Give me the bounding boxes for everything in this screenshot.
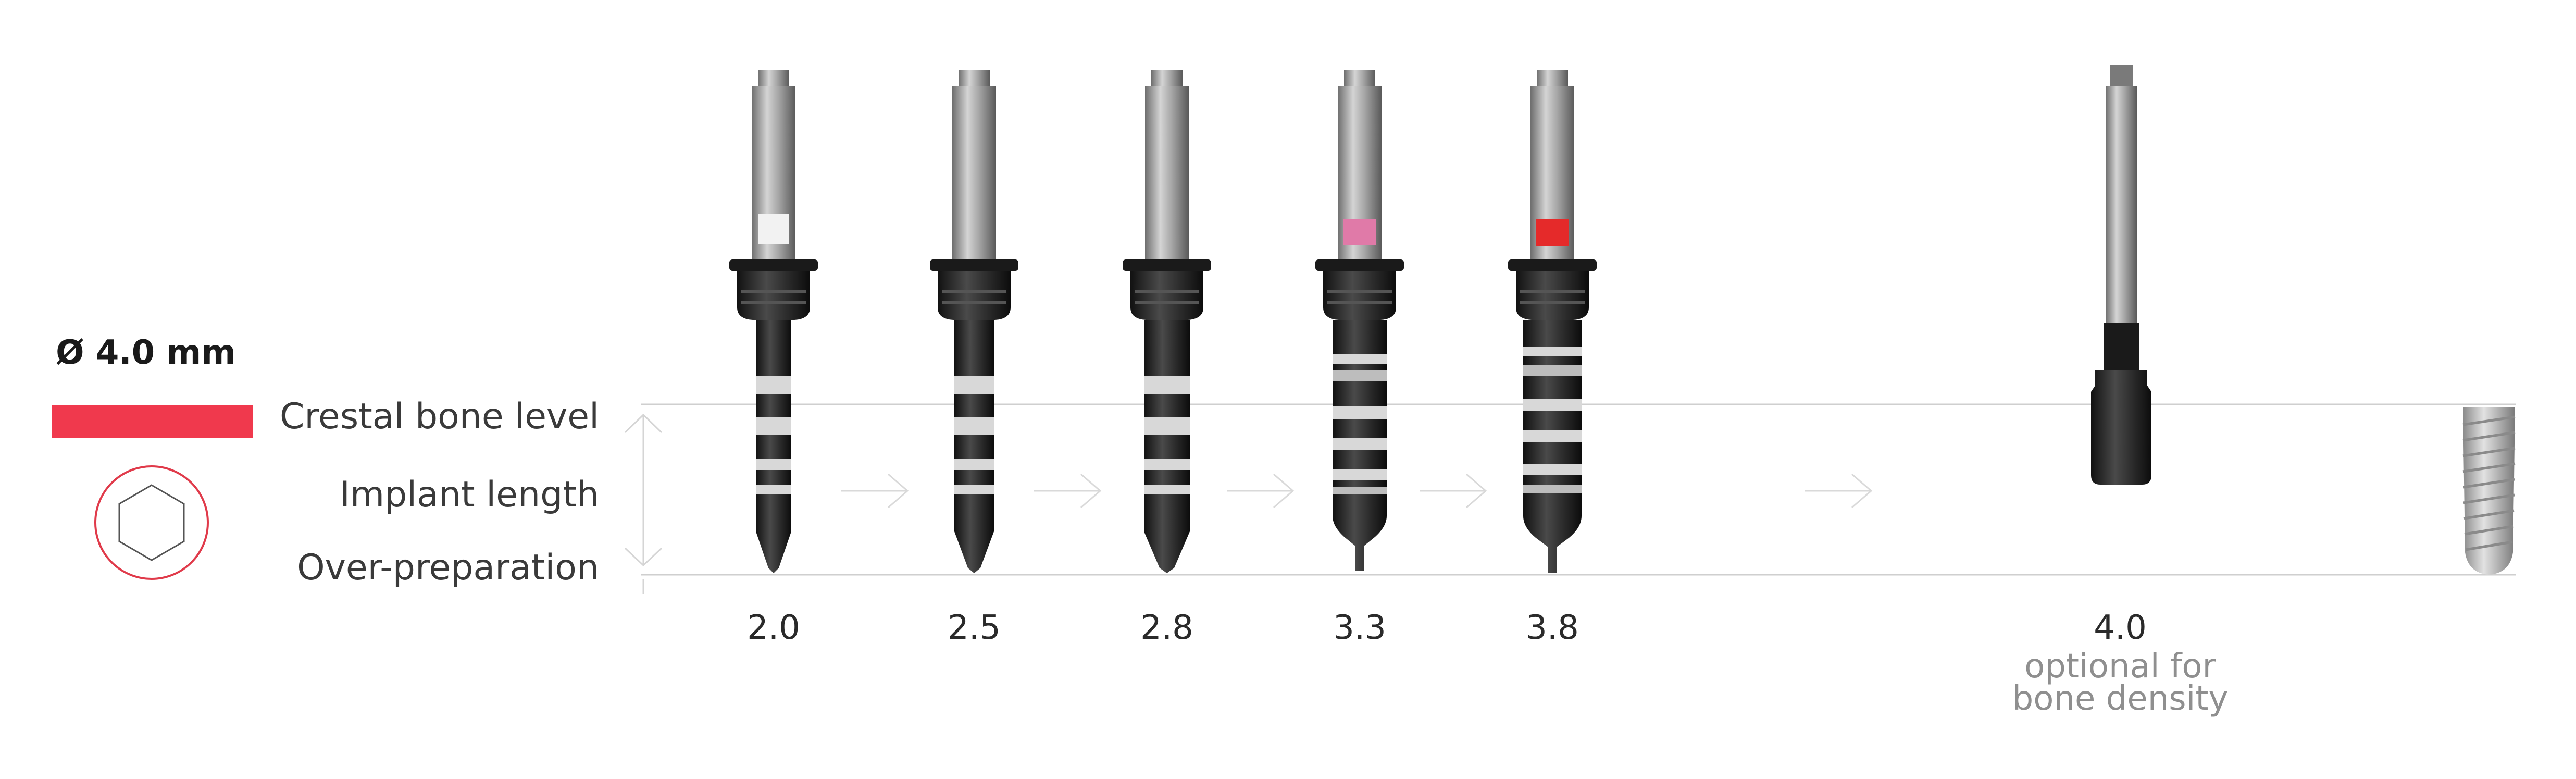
optional-drill-size-label: 4.0: [2094, 609, 2147, 647]
optional-note-line2: bone density: [2012, 679, 2229, 718]
implant-length-label: Implant length: [339, 474, 599, 515]
drill-size-label: 3.8: [1526, 609, 1579, 647]
arrow-right-icon: [1805, 473, 1873, 509]
drill-size-label: 2.5: [948, 609, 1001, 647]
drill-2-5-icon: [930, 70, 1018, 573]
over-preparation-label: Over-preparation: [297, 547, 599, 588]
drill-2-0-icon: [729, 70, 818, 573]
crestal-bone-level-label: Crestal bone level: [279, 396, 599, 437]
arrow-right-icon: [841, 473, 909, 509]
optional-note-line1: optional for: [2024, 647, 2216, 686]
dental-implant-icon: [2462, 407, 2516, 575]
drill-size-label: 3.3: [1333, 609, 1386, 647]
arrow-right-icon: [1227, 473, 1295, 509]
arrow-right-icon: [1420, 473, 1487, 509]
drill-3-8-icon: [1508, 70, 1597, 573]
hexagon-connection-icon: [92, 463, 211, 583]
arrow-right-icon: [1034, 473, 1102, 509]
crestal-drill-icon: [2091, 65, 2151, 485]
implant-length-dimension: [624, 413, 663, 594]
drill-size-label: 2.8: [1140, 609, 1193, 647]
diameter-label: Ø 4.0 mm: [56, 333, 236, 372]
optional-drill-note: optional for bone density: [1990, 650, 2250, 715]
diameter-color-bar: [52, 405, 253, 438]
drill-size-label: 2.0: [747, 609, 800, 647]
drill-2-8-icon: [1123, 70, 1211, 573]
drill-3-3-icon: [1315, 70, 1404, 571]
drill-ring: [758, 214, 789, 244]
